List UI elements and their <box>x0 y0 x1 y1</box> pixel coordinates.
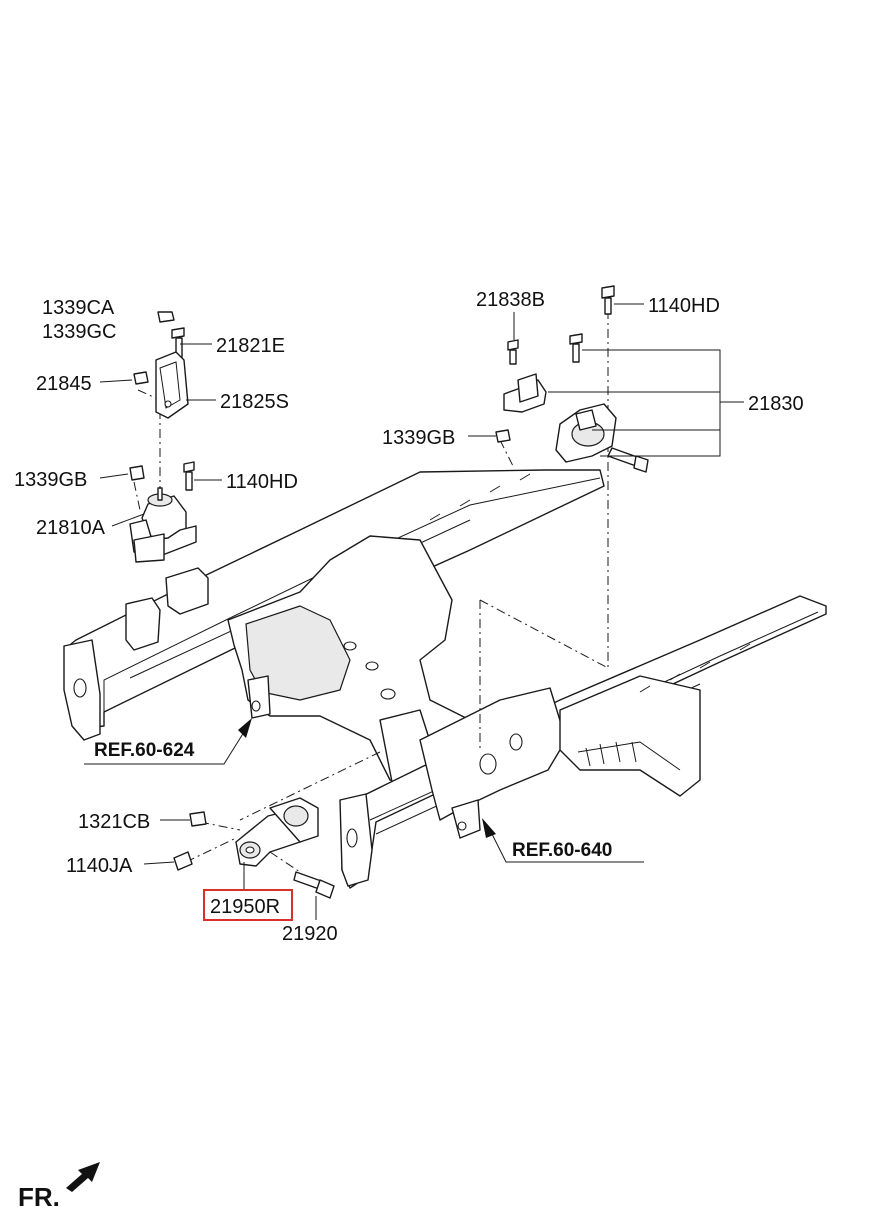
assembly-dashed-lines <box>133 310 627 873</box>
label-1321cb[interactable]: 1321CB <box>78 811 150 833</box>
rear-roll-rod <box>173 797 335 899</box>
leader-lines <box>84 303 744 920</box>
label-1339gc[interactable]: 1339GC <box>42 321 117 343</box>
label-21920[interactable]: 21920 <box>282 923 338 945</box>
right-engine-mount <box>495 285 649 473</box>
label-21810a[interactable]: 21810A <box>36 517 106 539</box>
label-1140ja[interactable]: 1140JA <box>66 855 133 877</box>
ref-640-arrowhead <box>482 818 496 838</box>
front-direction-arrow-icon <box>66 1162 100 1192</box>
label-21950r[interactable]: 21950R <box>210 896 280 918</box>
subframe-assembly <box>63 469 827 889</box>
label-ref-60-624[interactable]: REF.60-624 <box>94 740 195 761</box>
left-engine-mount <box>129 311 197 563</box>
label-21830[interactable]: 21830 <box>748 393 804 415</box>
label-1140hd-left[interactable]: 1140HD <box>226 471 298 493</box>
label-fr: FR. <box>18 1182 60 1211</box>
label-21821e[interactable]: 21821E <box>216 335 285 357</box>
label-1140hd-right[interactable]: 1140HD <box>648 295 720 317</box>
label-1339ca[interactable]: 1339CA <box>42 297 115 319</box>
highlight-box-21950r <box>203 889 293 921</box>
ref-624-arrowhead <box>238 718 252 738</box>
label-21825s[interactable]: 21825S <box>220 391 289 413</box>
label-21838b[interactable]: 21838B <box>476 289 545 311</box>
front-direction-indicator: FR. <box>18 1162 100 1212</box>
label-21845[interactable]: 21845 <box>36 373 92 395</box>
label-1339gb-right[interactable]: 1339GB <box>382 427 455 449</box>
label-1339gb-left[interactable]: 1339GB <box>14 469 87 491</box>
label-ref-60-640[interactable]: REF.60-640 <box>512 840 612 861</box>
